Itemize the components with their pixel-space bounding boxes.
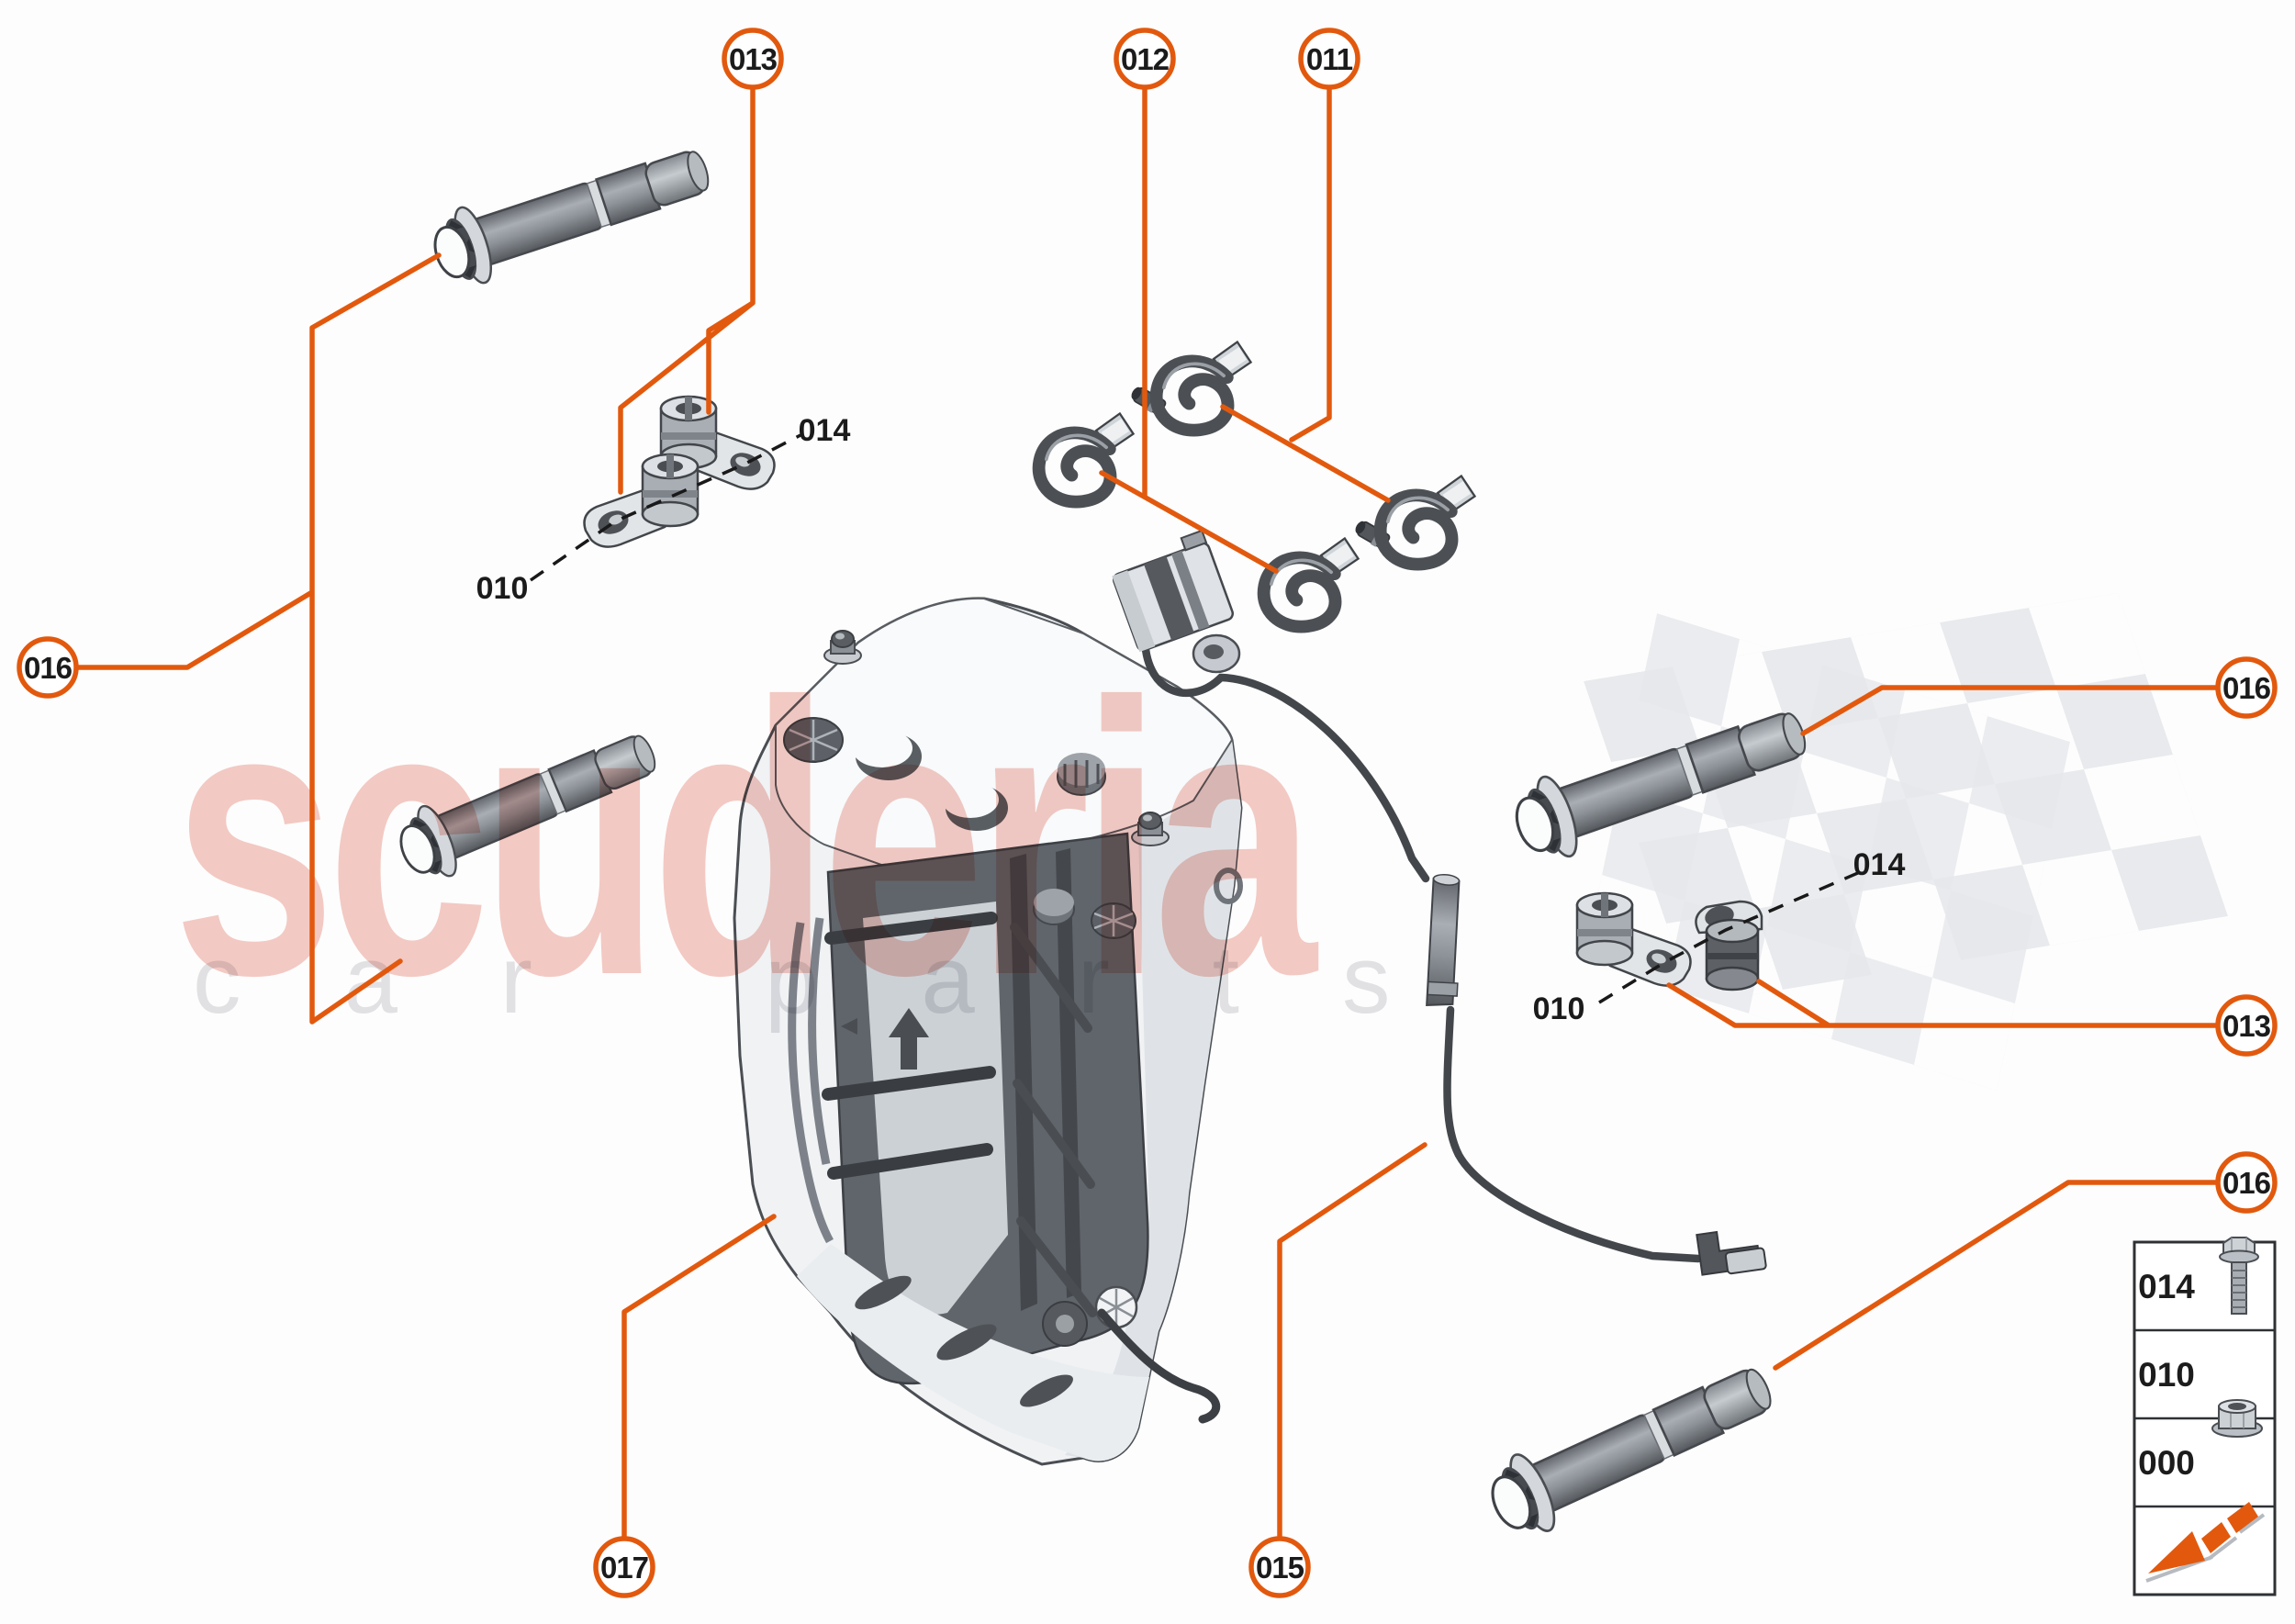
callout-number: 016 xyxy=(2222,1166,2271,1200)
wear-sensor-assembly xyxy=(1112,529,1767,1276)
sensor-wire-lower xyxy=(1443,1005,1703,1263)
watermark-subtitle: car parts xyxy=(193,926,1493,1034)
callout-bubble-013-top: 013 xyxy=(722,28,784,90)
flange-nut-icon xyxy=(2211,1399,2263,1438)
brand-watermark: scuderia car parts xyxy=(173,623,1493,1056)
callout-number: 017 xyxy=(600,1551,648,1585)
caliper-hose xyxy=(1097,1308,1221,1424)
callout-number: 013 xyxy=(729,42,778,76)
cable-clip-bottom xyxy=(1264,538,1359,626)
legend-code: 010 xyxy=(2138,1356,2195,1394)
legend-row-000: 000 xyxy=(2138,1444,2195,1482)
sensor-connector xyxy=(1112,529,1235,653)
caliper-bottom-slots xyxy=(855,1275,1073,1407)
caliper-top-details xyxy=(783,630,1243,939)
callout-number: 012 xyxy=(1121,42,1170,76)
sensor-end-clip xyxy=(1696,1230,1767,1276)
legend-row-010: 010 xyxy=(2138,1356,2263,1438)
callout-bubble-017: 017 xyxy=(593,1536,655,1598)
callout-number: 016 xyxy=(24,651,73,685)
callout-bubbles: 013 012 011 016 016 013 016 017 xyxy=(17,28,2278,1598)
part-labels: 014 010 014 010 xyxy=(476,413,1906,1026)
pad-direction-arrow xyxy=(841,1008,929,1070)
callout-lines xyxy=(74,85,2219,1540)
part-label-014-right: 014 xyxy=(1853,847,1906,882)
legend-row-014: 014 xyxy=(2138,1237,2259,1315)
sensor-wire-upper xyxy=(1140,635,1430,883)
brake-caliper-illustration xyxy=(733,597,1243,1466)
bolt-bottom-right xyxy=(1477,1346,1786,1549)
reference-dashed-lines xyxy=(530,433,1861,1004)
flange-bolt-icon xyxy=(2219,1237,2259,1315)
sensor-body xyxy=(1426,873,1461,1006)
checkered-flag-watermark xyxy=(1584,593,2228,1091)
part-label-010-left: 010 xyxy=(476,571,529,606)
legend-code: 014 xyxy=(2138,1268,2195,1305)
part-label-014-left: 014 xyxy=(799,413,851,448)
bolt-top-left xyxy=(423,129,720,297)
callout-number: 015 xyxy=(1256,1551,1304,1585)
callout-bubble-012: 012 xyxy=(1114,28,1176,90)
callout-number: 016 xyxy=(2222,671,2271,705)
pad-retaining-pins xyxy=(822,912,998,1180)
callout-bubble-013-right: 013 xyxy=(2215,994,2278,1057)
legend-row-arrow xyxy=(2145,1502,2266,1583)
callout-bubble-016-left: 016 xyxy=(17,636,79,699)
part-label-010-right: 010 xyxy=(1533,991,1585,1026)
callout-number: 013 xyxy=(2222,1009,2271,1043)
callout-number: 011 xyxy=(1306,42,1353,76)
forward-arrow-icon xyxy=(2145,1502,2266,1583)
legend-code: 000 xyxy=(2138,1444,2195,1482)
cable-bracket-right-b xyxy=(1695,900,1763,991)
parts-artwork xyxy=(387,129,1818,1549)
legend-table: 014 010 000 xyxy=(2133,1237,2277,1596)
pad-springs xyxy=(788,917,834,1244)
callout-bubble-011: 011 xyxy=(1298,28,1360,90)
callout-bubble-016-right-bottom: 016 xyxy=(2215,1151,2278,1214)
caliper-right-shade xyxy=(1065,740,1241,1462)
sensor-grommet xyxy=(1192,633,1241,674)
caliper-tie-struts xyxy=(1010,848,1097,1317)
cable-clip-left xyxy=(1039,413,1134,501)
caliper-spline-recess xyxy=(1042,1285,1138,1347)
brake-pad-plate xyxy=(863,902,1008,1316)
callout-bubble-016-right-top: 016 xyxy=(2215,656,2278,719)
callout-bubble-015: 015 xyxy=(1248,1536,1311,1598)
